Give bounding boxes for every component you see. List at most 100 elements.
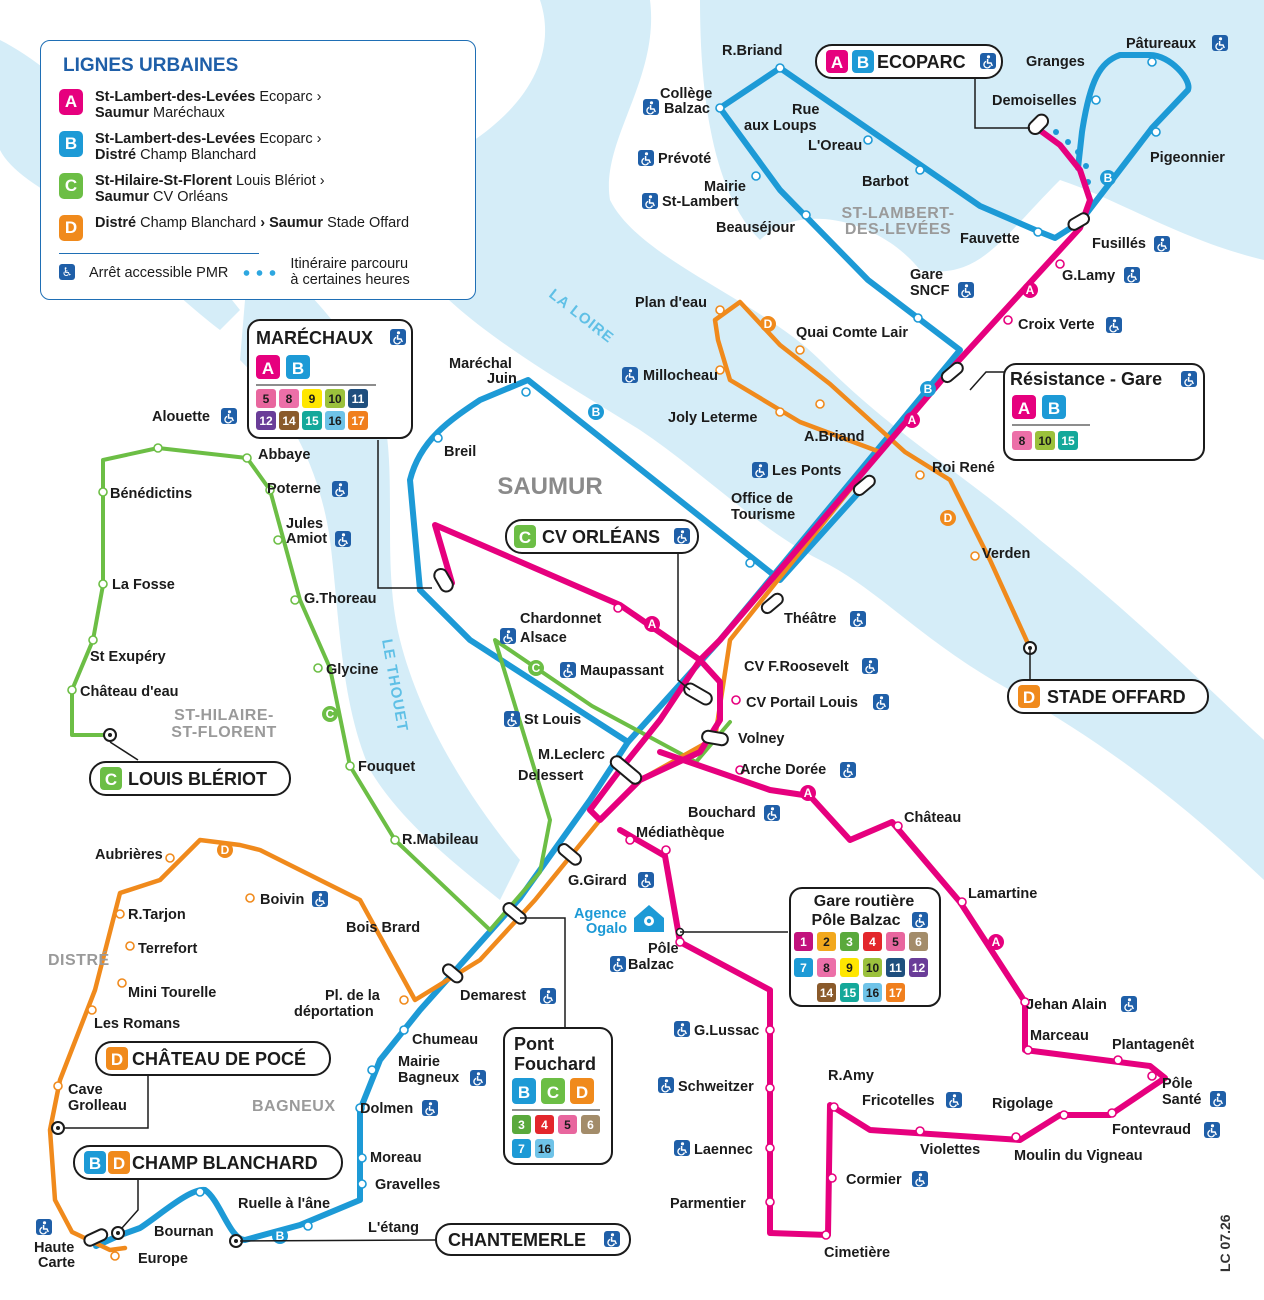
svg-text:Roi René: Roi René: [932, 460, 995, 476]
svg-text:STADE OFFARD: STADE OFFARD: [1047, 687, 1186, 707]
svg-text:Collège: Collège: [660, 86, 712, 102]
leader-lines: [64, 76, 1031, 1242]
svg-text:Grolleau: Grolleau: [68, 1098, 127, 1114]
zone-labels: ST-LAMBERT- DES-LEVÉES SAUMUR ST-HILAIRE…: [48, 205, 954, 1115]
svg-text:DES-LEVÉES: DES-LEVÉES: [845, 219, 951, 238]
svg-text:D: D: [221, 843, 230, 857]
svg-text:Pôle: Pôle: [1162, 1076, 1193, 1092]
svg-text:Mairie: Mairie: [704, 179, 746, 195]
svg-text:CV ORLÉANS: CV ORLÉANS: [542, 526, 660, 547]
svg-text:R.Mabileau: R.Mabileau: [402, 832, 479, 848]
svg-text:M.Leclerc: M.Leclerc: [538, 747, 605, 763]
connection-line-label: 1: [800, 935, 807, 949]
svg-text:Tourisme: Tourisme: [731, 507, 795, 523]
line-b-badge: B: [59, 131, 83, 157]
connection-line-10: [1035, 431, 1055, 450]
connection-line-label: 7: [518, 1142, 525, 1156]
connection-line-3: [840, 932, 859, 951]
connection-line-5: [256, 389, 276, 408]
svg-text:A: A: [908, 413, 917, 427]
line-a-badge: A: [59, 89, 83, 115]
svg-text:A: A: [648, 617, 657, 631]
connection-line-label: 12: [912, 961, 926, 975]
terminal-cv-orleans[interactable]: C CV ORLÉANS: [505, 519, 699, 554]
connection-line-label: 12: [259, 414, 273, 428]
svg-text:Mairie: Mairie: [398, 1054, 440, 1070]
svg-text:ST-HILAIRE-: ST-HILAIRE-: [174, 707, 274, 724]
svg-text:ST-FLORENT: ST-FLORENT: [171, 724, 276, 741]
svg-text:Santé: Santé: [1162, 1092, 1202, 1108]
svg-text:D: D: [576, 1083, 588, 1102]
terminal-champ-blanchard[interactable]: B D CHAMP BLANCHARD: [73, 1145, 343, 1180]
line-c-badge: C: [59, 173, 83, 199]
svg-text:G.Lamy: G.Lamy: [1062, 268, 1115, 284]
svg-text:D: D: [111, 1050, 123, 1069]
svg-text:Cormier: Cormier: [846, 1172, 902, 1188]
terminal-chateau-de-poce[interactable]: D CHÂTEAU DE POCÉ: [95, 1041, 331, 1076]
credit: LC 07.26: [1217, 1214, 1233, 1272]
svg-text:Fauvette: Fauvette: [960, 231, 1020, 247]
svg-text:C: C: [519, 528, 531, 547]
svg-text:Office de: Office de: [731, 491, 793, 507]
legend-separator: [59, 253, 259, 254]
svg-text:Bouchard: Bouchard: [688, 805, 756, 821]
connection-line-12: [909, 958, 928, 977]
svg-text:Dolmen: Dolmen: [360, 1101, 413, 1117]
connection-line-15: [840, 983, 859, 1002]
terminal-stade-offard[interactable]: D STADE OFFARD: [1007, 679, 1209, 714]
svg-text:Fusillés: Fusillés: [1092, 236, 1146, 252]
svg-text:Fouquet: Fouquet: [358, 759, 415, 775]
svg-text:C: C: [547, 1083, 559, 1102]
svg-text:Ogalo: Ogalo: [586, 921, 627, 937]
connection-line-2: [817, 932, 836, 951]
terminal-louis-bleriot[interactable]: C LOUIS BLÉRIOT: [89, 761, 291, 796]
svg-text:Schweitzer: Schweitzer: [678, 1079, 754, 1095]
svg-text:Lamartine: Lamartine: [968, 886, 1037, 902]
svg-text:Pont: Pont: [514, 1034, 554, 1054]
svg-text:D: D: [113, 1154, 125, 1173]
svg-text:D: D: [1023, 688, 1035, 707]
connection-line-12: [256, 411, 276, 430]
svg-text:Parmentier: Parmentier: [670, 1196, 746, 1212]
svg-text:Barbot: Barbot: [862, 174, 909, 190]
svg-text:A: A: [1026, 283, 1035, 297]
svg-text:Théâtre: Théâtre: [784, 611, 836, 627]
svg-text:Demoiselles: Demoiselles: [992, 93, 1077, 109]
connection-line-16: [325, 411, 345, 430]
svg-text:CV Portail Louis: CV Portail Louis: [746, 695, 858, 711]
connection-line-label: 4: [541, 1118, 548, 1132]
svg-text:CHÂTEAU DE POCÉ: CHÂTEAU DE POCÉ: [132, 1048, 306, 1069]
terminal-chantemerle[interactable]: CHANTEMERLE: [435, 1223, 631, 1256]
svg-text:B: B: [518, 1083, 530, 1102]
svg-text:aux Loups: aux Loups: [744, 118, 817, 134]
svg-text:Bénédictins: Bénédictins: [110, 486, 192, 502]
svg-text:Arche Dorée: Arche Dorée: [740, 762, 826, 778]
terminal-ecoparc[interactable]: A B ECOPARC: [815, 44, 1003, 79]
svg-text:Bournan: Bournan: [154, 1224, 214, 1240]
svg-text:Breil: Breil: [444, 444, 476, 460]
connection-line-label: 8: [823, 961, 830, 975]
connection-line-label: 9: [846, 961, 853, 975]
svg-text:Moreau: Moreau: [370, 1150, 422, 1166]
connection-line-label: 5: [564, 1118, 571, 1132]
svg-text:St-Lambert: St-Lambert: [662, 194, 739, 210]
connection-line-label: 3: [846, 935, 853, 949]
svg-text:Volney: Volney: [738, 731, 784, 747]
connection-line-10: [863, 958, 882, 977]
connection-line-9: [840, 958, 859, 977]
svg-text:St Louis: St Louis: [524, 712, 581, 728]
agence-ogalo[interactable]: Agence Ogalo: [574, 905, 664, 937]
legend-line-c: C St-Hilaire-St-Florent Louis Blériot ›S…: [59, 173, 457, 205]
svg-text:R.Tarjon: R.Tarjon: [128, 907, 186, 923]
line-c-route: [70, 446, 732, 932]
interchange-marks: [83, 113, 1091, 1247]
connection-line-6: [909, 932, 928, 951]
svg-text:Pôle: Pôle: [648, 941, 679, 957]
